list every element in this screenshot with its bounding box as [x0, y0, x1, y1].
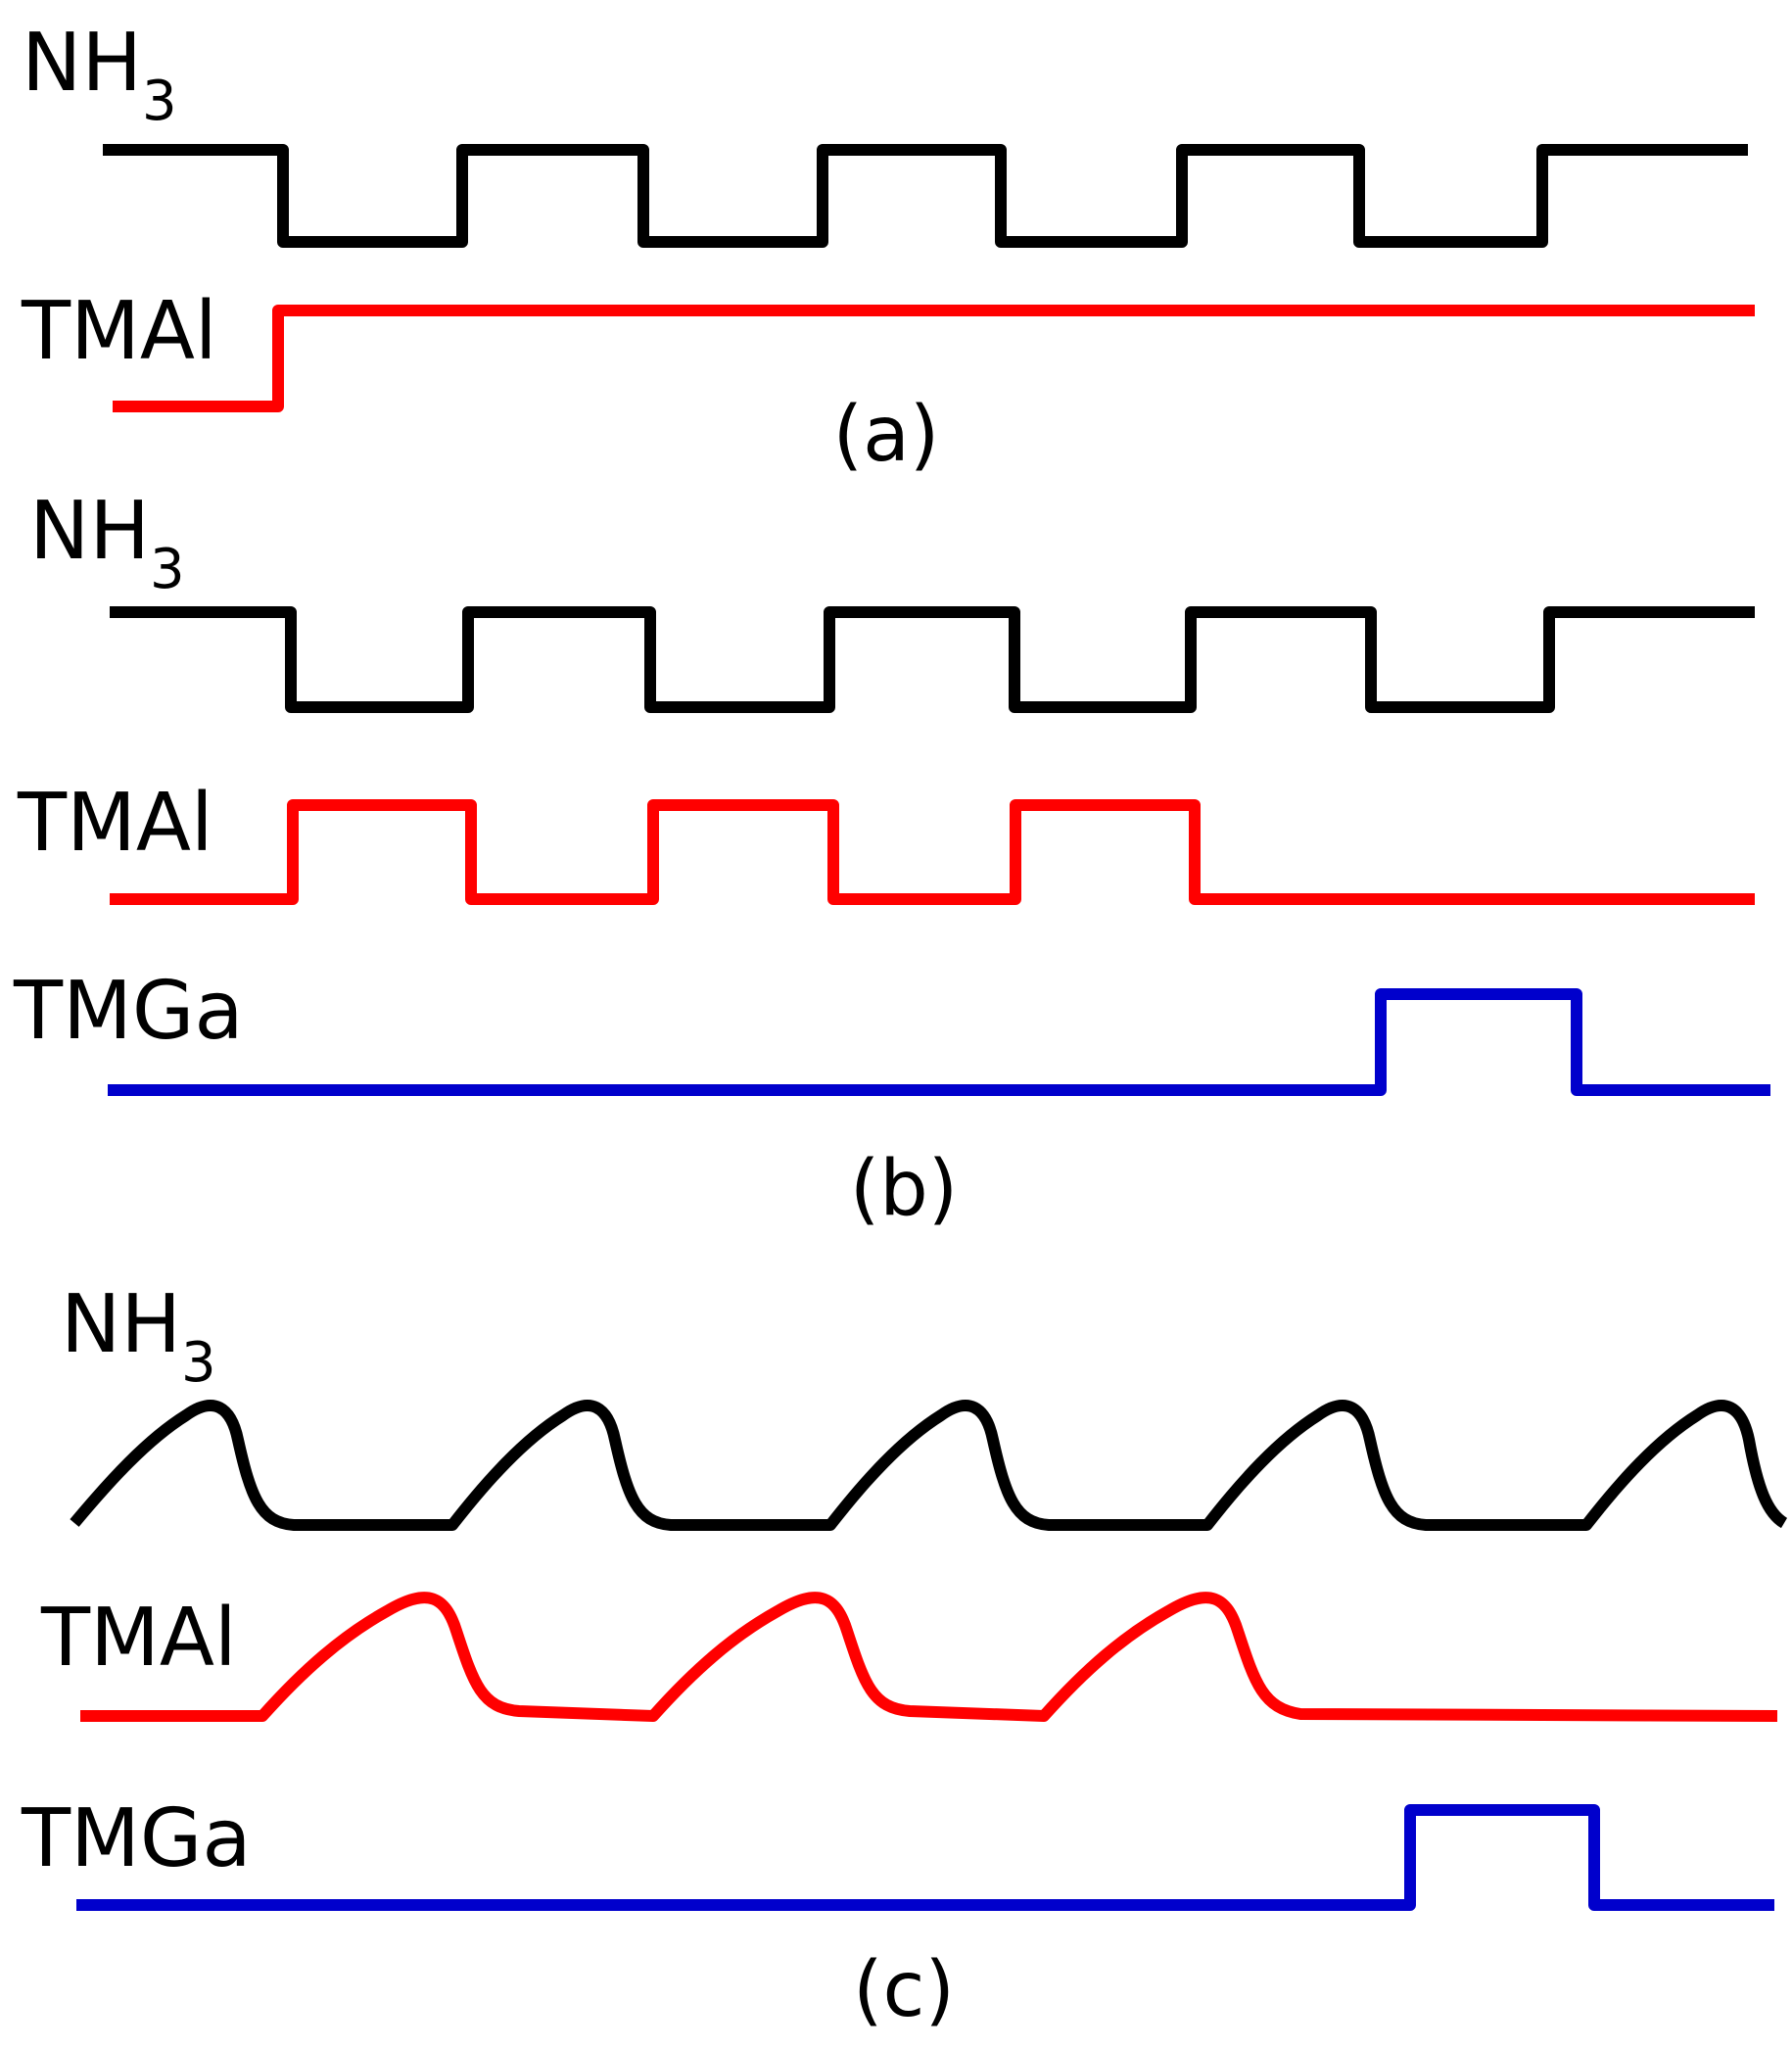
tmal-trace-a: [113, 305, 1755, 412]
tmal-label-b: TMAl: [17, 777, 213, 870]
tmga-label-b: TMGa: [13, 965, 244, 1058]
tmal-trace-c: [80, 1592, 1778, 1722]
nh3-trace-c: [70, 1400, 1788, 1531]
caption-b: (b): [850, 1145, 958, 1233]
tmga-trace-b: [108, 988, 1770, 1096]
tmga-label-c: TMGa: [21, 1792, 252, 1885]
caption-a: (a): [833, 391, 940, 479]
nh3-label-a: NH3: [22, 17, 177, 133]
caption-c: (c): [853, 1946, 955, 2034]
tmal-label-a: TMAl: [21, 285, 217, 378]
tmal-trace-b: [110, 799, 1755, 905]
panel-c: NH3 TMAl TMGa (c): [21, 1278, 1788, 2034]
nh3-label-b: NH3: [29, 485, 185, 601]
panel-b: NH3 TMAl TMGa (b): [13, 485, 1770, 1233]
tmal-label-c: TMAl: [40, 1592, 237, 1685]
tmga-trace-c: [76, 1804, 1774, 1911]
nh3-trace-a: [103, 144, 1748, 248]
nh3-label-c: NH3: [61, 1278, 216, 1395]
panel-a: NH3 TMAl (a): [21, 17, 1755, 479]
nh3-trace-b: [110, 606, 1755, 713]
